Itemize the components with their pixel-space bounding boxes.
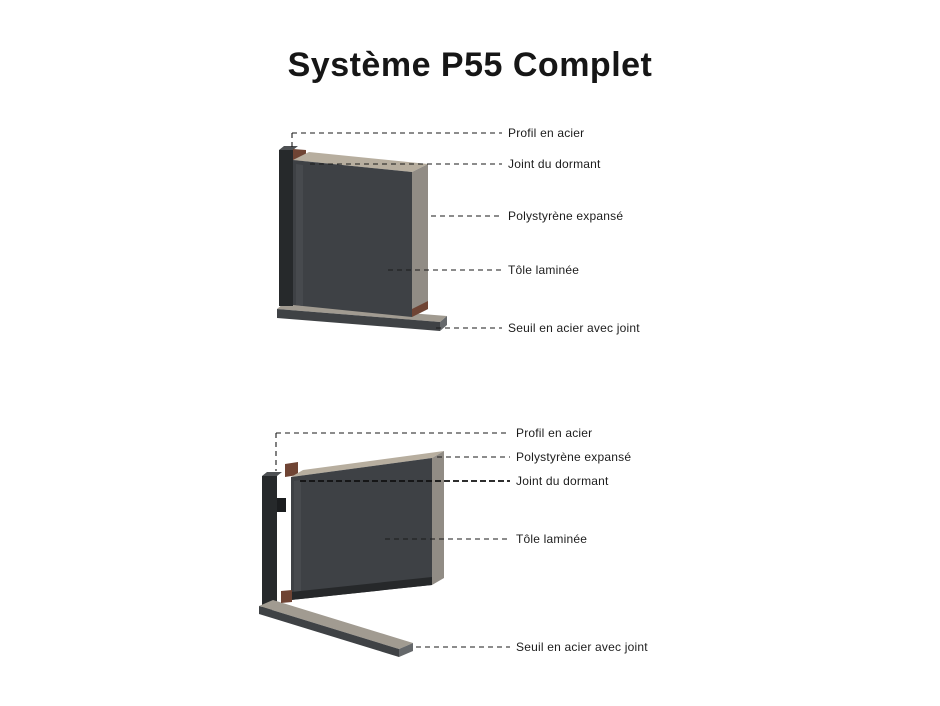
bottom-hinge-block (277, 498, 286, 512)
bottom-panel-front-face (291, 458, 432, 600)
label-top-polystyrene-expanse: Polystyrène expansé (508, 209, 624, 223)
label-bottom-tole-laminee: Tôle laminée (516, 532, 588, 546)
bottom-diagram-illustration (259, 432, 510, 657)
bottom-threshold-top-face (259, 600, 413, 649)
bottom-panel-highlight-strip (294, 480, 301, 599)
label-bottom-profil-en-acier: Profil en acier (516, 426, 593, 440)
top-threshold-front-face (277, 309, 440, 331)
label-bottom-polystyrene-expanse: Polystyrène expansé (516, 450, 632, 464)
top-panel-polystyrene-face (293, 152, 428, 172)
top-panel-side-face (412, 164, 428, 317)
bottom-threshold-front-face (259, 606, 399, 657)
bottom-steel-profile-top-face (262, 472, 282, 476)
bottom-panel-side-face (432, 451, 444, 585)
top-steel-profile (279, 150, 293, 306)
top-threshold-top-face (277, 303, 447, 322)
bottom-steel-profile (262, 476, 277, 610)
label-top-seuil-en-acier: Seuil en acier avec joint (508, 321, 640, 335)
label-bottom-seuil-en-acier: Seuil en acier avec joint (516, 640, 648, 654)
top-threshold-end-face (440, 316, 447, 331)
label-top-tole-laminee: Tôle laminée (508, 263, 580, 277)
top-bottom-joint-block (412, 301, 428, 317)
top-diagram-illustration (277, 132, 502, 331)
bottom-panel-polystyrene-face (291, 451, 444, 477)
bottom-bottom-joint-block (281, 590, 292, 603)
page-title: Système P55 Complet (287, 46, 653, 84)
bottom-panel-seal-strip (291, 577, 432, 600)
top-steel-profile-top-face (279, 146, 298, 150)
bottom-frame-joint-block (285, 462, 298, 477)
top-panel-highlight-strip (296, 164, 303, 306)
label-top-profil-en-acier: Profil en acier (508, 126, 585, 140)
label-bottom-joint-du-dormant: Joint du dormant (516, 474, 609, 488)
bottom-threshold-end-face (399, 643, 413, 657)
top-panel-front-face (293, 160, 412, 317)
label-top-joint-du-dormant: Joint du dormant (508, 157, 601, 171)
